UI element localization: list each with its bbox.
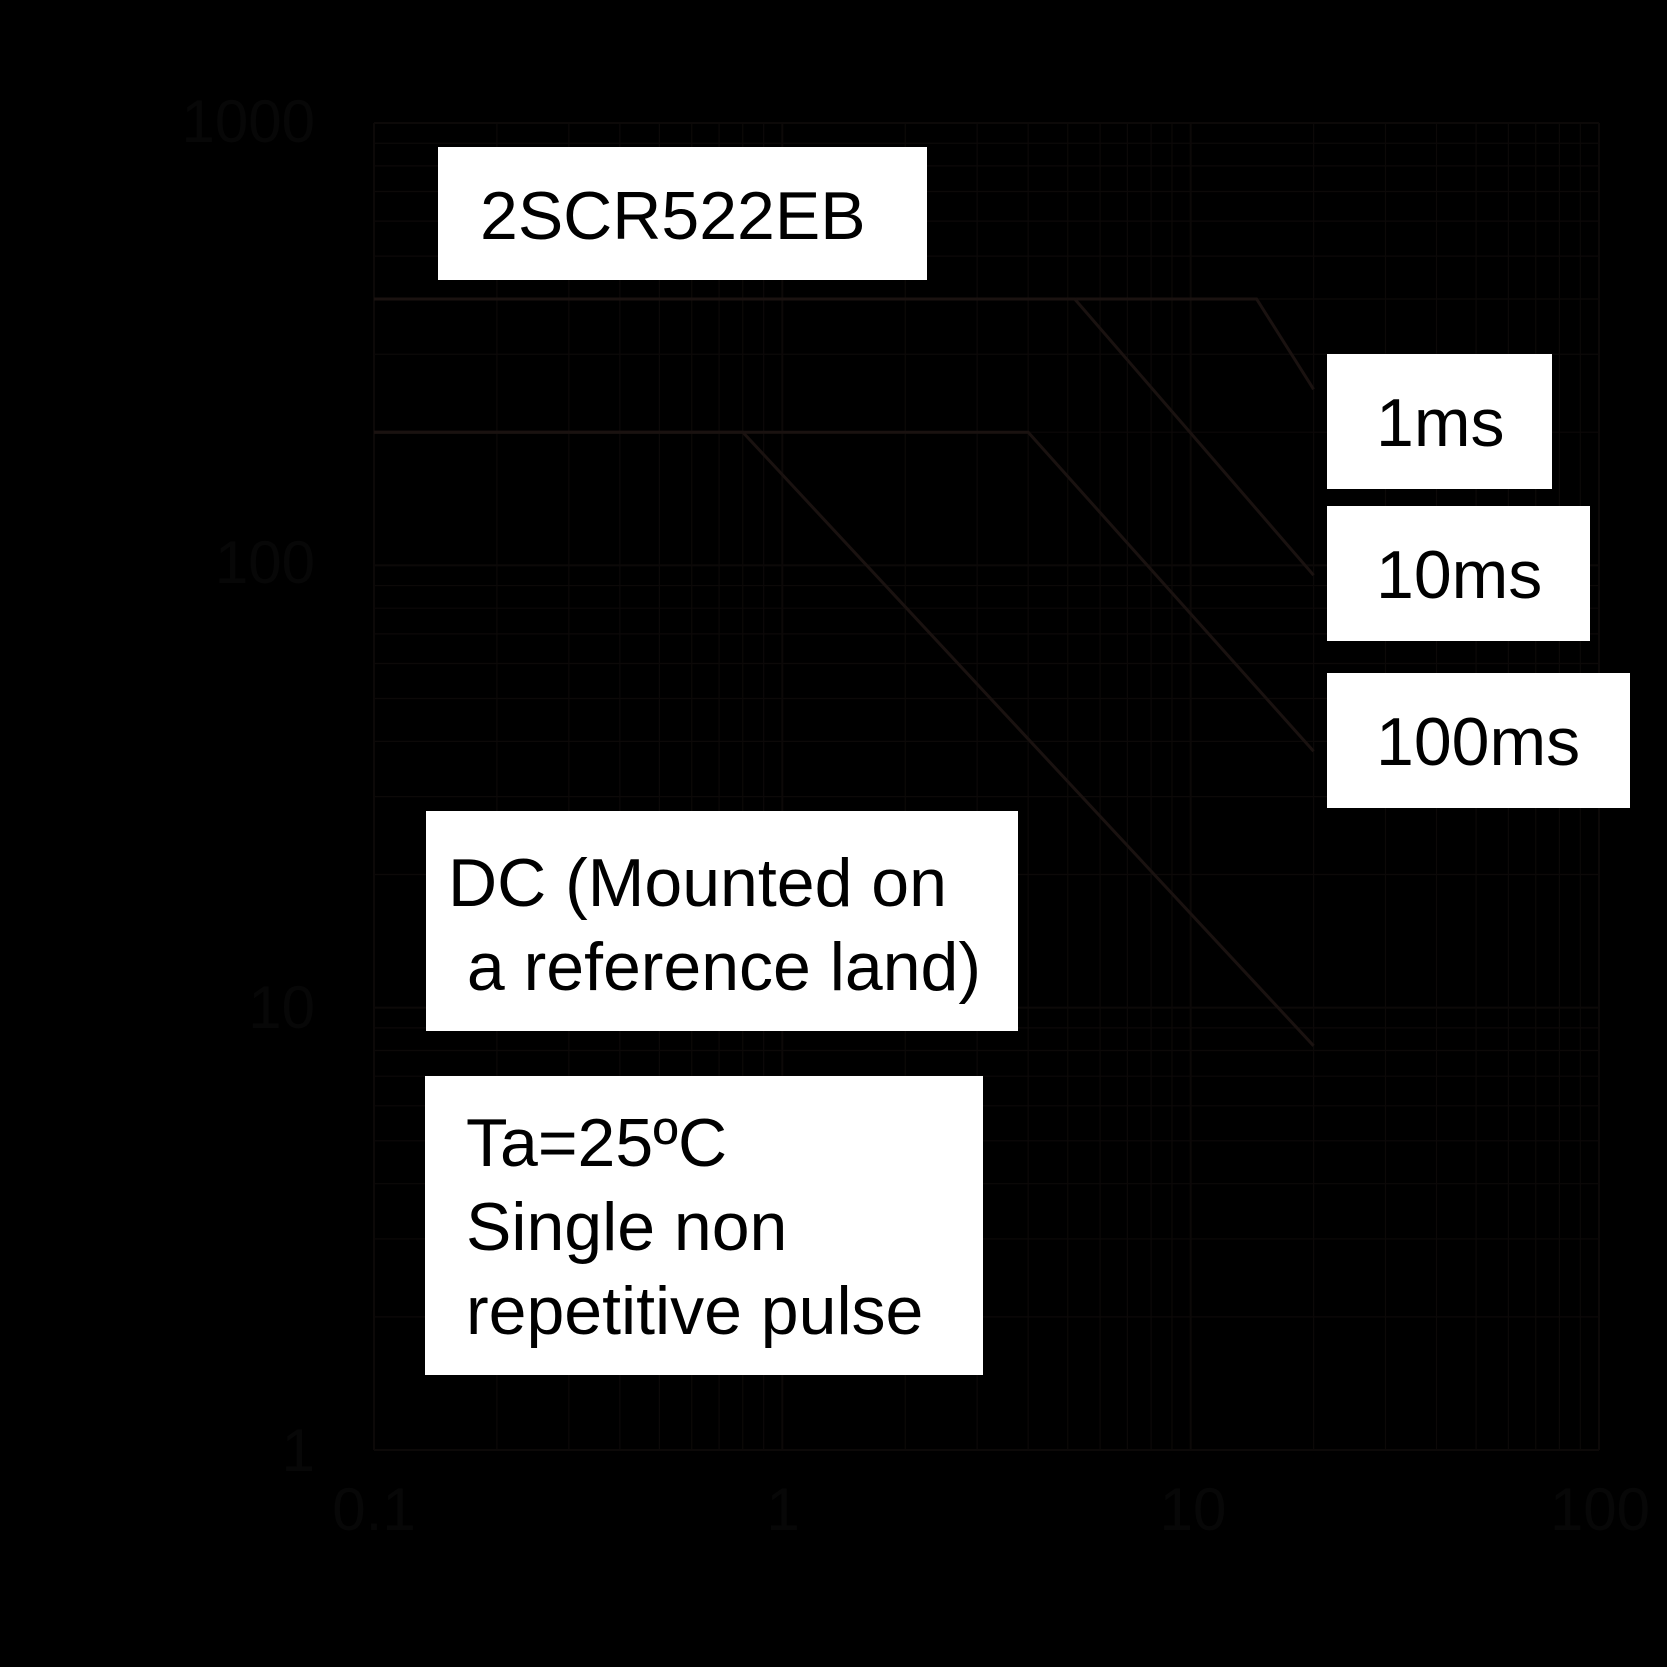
soa-curve-dc bbox=[374, 430, 1315, 1047]
curves bbox=[374, 297, 1315, 1047]
x-tick-10: 10 bbox=[1160, 1476, 1227, 1543]
tick-labels: 1000 100 10 1 0.1 1 10 100 bbox=[182, 88, 1651, 1543]
label-1ms-box: 1ms bbox=[1327, 354, 1552, 489]
x-tick-0.1: 0.1 bbox=[332, 1476, 415, 1543]
soa-curve-10ms bbox=[374, 297, 1315, 577]
label-1ms: 1ms bbox=[1376, 385, 1504, 461]
conditions-line-1: Ta=25ºC bbox=[466, 1105, 727, 1181]
y-tick-10: 10 bbox=[248, 974, 315, 1041]
y-tick-1000: 1000 bbox=[182, 88, 315, 155]
conditions-box: Ta=25ºC Single non repetitive pulse bbox=[425, 1076, 983, 1375]
part-number-box: 2SCR522EB bbox=[438, 147, 927, 280]
label-10ms-box: 10ms bbox=[1327, 506, 1590, 641]
y-tick-1: 1 bbox=[282, 1417, 315, 1484]
conditions-line-3: repetitive pulse bbox=[466, 1273, 923, 1349]
dc-label-line-1: DC (Mounted on bbox=[448, 845, 947, 921]
dc-label-box: DC (Mounted on a reference land) bbox=[426, 811, 1018, 1031]
conditions-line-2: Single non bbox=[466, 1189, 787, 1265]
label-10ms: 10ms bbox=[1376, 537, 1542, 613]
y-tick-100: 100 bbox=[215, 529, 315, 596]
dc-label-line-2: a reference land) bbox=[448, 929, 981, 1005]
part-number: 2SCR522EB bbox=[480, 178, 866, 254]
label-100ms: 100ms bbox=[1376, 704, 1580, 780]
x-tick-1: 1 bbox=[766, 1476, 799, 1543]
label-100ms-box: 100ms bbox=[1327, 673, 1630, 808]
x-tick-100: 100 bbox=[1550, 1476, 1650, 1543]
